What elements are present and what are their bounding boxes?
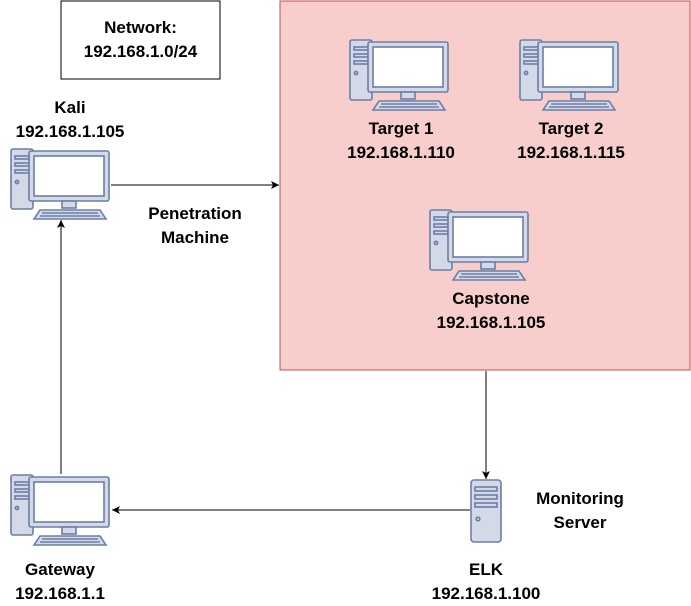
node-ip: 192.168.1.115 [517,143,625,162]
node-ip: 192.168.1.110 [347,143,455,162]
desktop-computer-icon [10,474,110,546]
node-target2-label: Target 2 192.168.1.115 [501,117,641,165]
node-name: ELK [469,560,503,579]
node-name: Capstone [452,289,530,308]
target-network-zone [279,0,691,371]
network-info-box [60,0,221,80]
edge-label-line: Monitoring [536,489,624,508]
node-name: Target 1 [368,119,434,138]
node-capstone-label: Capstone 192.168.1.105 [421,287,561,335]
server-tower-icon [470,479,502,543]
edge-label-line: Machine [160,228,230,247]
edge-label-monitoring: Monitoring Server [515,487,645,535]
network-info-label: Network: 192.168.1.0/24 [61,16,220,64]
node-gateway-label: Gateway 192.168.1.1 [0,558,120,606]
edge-label-line: Penetration [148,204,242,223]
node-elk-label: ELK 192.168.1.100 [416,558,556,606]
node-name: Target 2 [538,119,604,138]
node-target1-label: Target 1 192.168.1.110 [331,117,471,165]
node-name: Gateway [25,560,95,579]
edge-label-line: Server [553,513,607,532]
network-subnet: 192.168.1.0/24 [83,42,198,61]
node-kali-label: Kali 192.168.1.105 [0,96,140,144]
node-ip: 192.168.1.105 [15,122,125,141]
node-name: Kali [54,98,86,117]
node-ip: 192.168.1.1 [15,584,105,603]
edge-label-penetration: Penetration Machine [130,202,260,250]
node-ip: 192.168.1.100 [431,584,541,603]
desktop-computer-icon [10,148,110,220]
node-ip: 192.168.1.105 [436,313,546,332]
network-title: Network: [104,18,177,37]
